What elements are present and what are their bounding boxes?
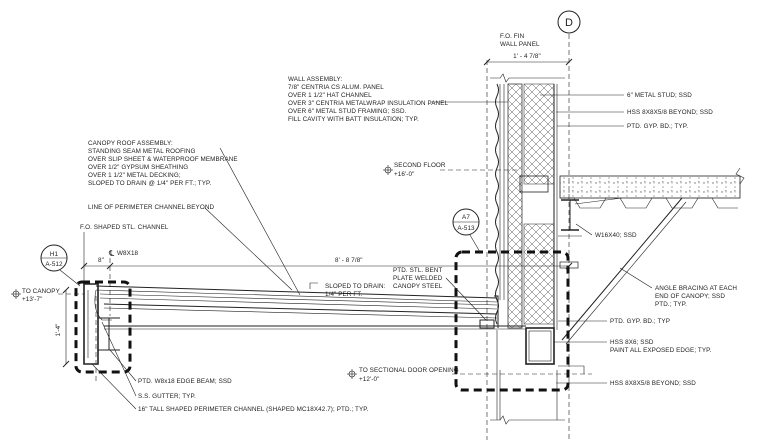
hss-column [525,327,555,365]
hss-beyond-bottom-label: HSS 8X8X5/8 BEYOND; SSD [610,380,696,387]
to-canopy-label: TO CANOPY [22,288,61,295]
bent-plate-label-2: PLATE WELDED [393,275,443,282]
canopy-note-line-6: SLOPED TO DRAIN @ 1/4" PER FT.; TYP. [88,180,212,187]
fin-panel-label-2: WALL PANEL [500,41,540,48]
w8x18-centerline-label: W8X18 [117,250,139,257]
to-canopy-marker: TO CANOPY +13'-7" [11,288,84,303]
canopy-roof-note: CANOPY ROOF ASSEMBLY: STANDING SEAM META… [88,140,301,296]
dim-wall-text: 1' - 4 7/8" [513,53,541,60]
metal-deck [560,197,738,209]
break-line-bottom [490,415,565,425]
sloped-label-1: SLOPED TO DRAIN: [325,283,386,290]
second-floor-marker: SECOND FLOOR +16'-0" [383,162,520,178]
second-floor-elev: +16'-0" [394,171,414,178]
canopy-note-line-4: OVER 1/2" GYPSUM SHEATHING [88,164,188,171]
sectional-door-label: TO SECTIONAL DOOR OPENING [359,367,459,374]
floor-edge-angle [519,175,549,193]
sectional-door-marker: TO SECTIONAL DOOR OPENING +12'-0" [347,365,592,383]
wall-assembly-note: WALL ASSEMBLY: 7/8" CENTRIA CS ALUM. PAN… [288,76,508,123]
gyp-top-label: PTD. GYP. BD.; TYP. [627,123,688,130]
canopy-decking [103,303,498,315]
batt-insulation-lower [523,223,555,325]
second-floor-slab [519,167,745,209]
grid-bubble-d: D [557,10,581,34]
shaped-channel-label: F.O. SHAPED STL. CHANNEL [80,224,169,231]
bent-plate-label-3: CANOPY STEEL [393,283,443,290]
wall-note-line-2: 7/8" CENTRIA CS ALUM. PANEL [288,84,384,91]
angle-brace-top [574,197,623,205]
break-line-top [490,73,565,83]
perimeter-beyond-label: LINE OF PERIMETER CHANNEL BEYOND [88,204,214,211]
centerline-symbol: ℄ [108,249,115,258]
fin-panel-label-1: F.O. FIN [500,33,525,40]
hss-beyond-top-label: HSS 8X8X5/8 BEYOND; SSD [627,109,713,116]
w16-label: W16X40; SSD [595,232,637,239]
bent-plate [479,319,495,329]
angle-bracing-label-1: ANGLE BRACING AT EACH [655,285,737,292]
wall-note-line-4: OVER 3" CENTRIA METALWRAP INSULATION PAN… [288,100,449,107]
wall-note-line-6: FILL CAVITY WITH BATT INSULATION; TYP. [288,116,419,123]
sloped-label-2: 1/4" PER FT. [325,291,363,298]
hss-8x6-label-2: PAINT ALL EXPOSED EDGE; TYP. [610,347,712,354]
dim-height-text: 1'-4" [55,323,62,336]
detail-a7-sheet: A-513 [457,225,475,232]
wall-note-line-5: OVER 6" METAL STUD FRAMING; SSD. [288,108,407,115]
detail-h1-number: H1 [50,251,59,258]
right-notes: 6" METAL STUD; SSD HSS 8X8X5/8 BEYOND; S… [540,92,737,387]
gutter-label: S.S. GUTTER; TYP. [138,393,196,400]
angle-bracing-label-2: END OF CANOPY; SSD [655,293,725,300]
perimeter-channel-label: 16" TALL SHAPED PERIMETER CHANNEL (SHAPE… [138,406,369,413]
batt-insulation-upper [523,83,555,185]
detail-bubble-a7: A7 A-513 [452,208,481,253]
bent-plate-label-1: PTD. STL. BENT [393,267,442,274]
dim-canopy-text: 8' - 8 7/8" [335,257,363,264]
detail-h1-sheet: A-512 [45,261,63,268]
canopy-assembly [83,283,526,384]
fin-panel [495,83,499,325]
gyp-bottom-label: PTD. GYP. BD.; TYP [610,318,670,325]
edge-beam-label: PTD. W8x18 EDGE BEAM; SSD [138,378,232,385]
grid-bubble-label: D [565,17,573,29]
metal-stud-label: 6" METAL STUD; SSD [627,92,692,99]
wall-assembly [486,60,565,440]
canopy-note-line-1: CANOPY ROOF ASSEMBLY: [88,140,173,147]
w16-beam [558,199,582,237]
to-canopy-elev: +13'-7" [22,296,42,303]
sectional-door-elev: +12'-0" [359,376,379,383]
detail-bubble-h1: H1 A-512 [40,244,81,287]
insulation-panel [507,83,523,329]
angle-bracing-label-3: PTD.; TYP. [655,301,687,308]
wall-note-line-1: WALL ASSEMBLY: [288,76,343,83]
second-floor-label: SECOND FLOOR [394,162,446,169]
dim-8-text: 8" [98,257,104,264]
hss-8x6-label-1: HSS 8X6; SSD [610,339,654,346]
canopy-note-line-2: STANDING SEAM METAL ROOFING [88,148,196,155]
edge-beam-shape [98,317,120,351]
wall-note-line-3: OVER 1 1/2" HAT CHANNEL [288,92,372,99]
standing-seam-roof [95,285,498,299]
gutter-shape [94,289,112,321]
detail-a7-number: A7 [462,214,470,221]
perimeter-channel-shape [83,283,99,365]
canopy-note-line-5: OVER 1 1/2" METAL DECKING; [88,172,181,179]
canopy-note-line-3: OVER SLIP SHEET & WATERPROOF MEMBRANE [88,156,238,163]
detail-box-h1 [74,280,132,374]
